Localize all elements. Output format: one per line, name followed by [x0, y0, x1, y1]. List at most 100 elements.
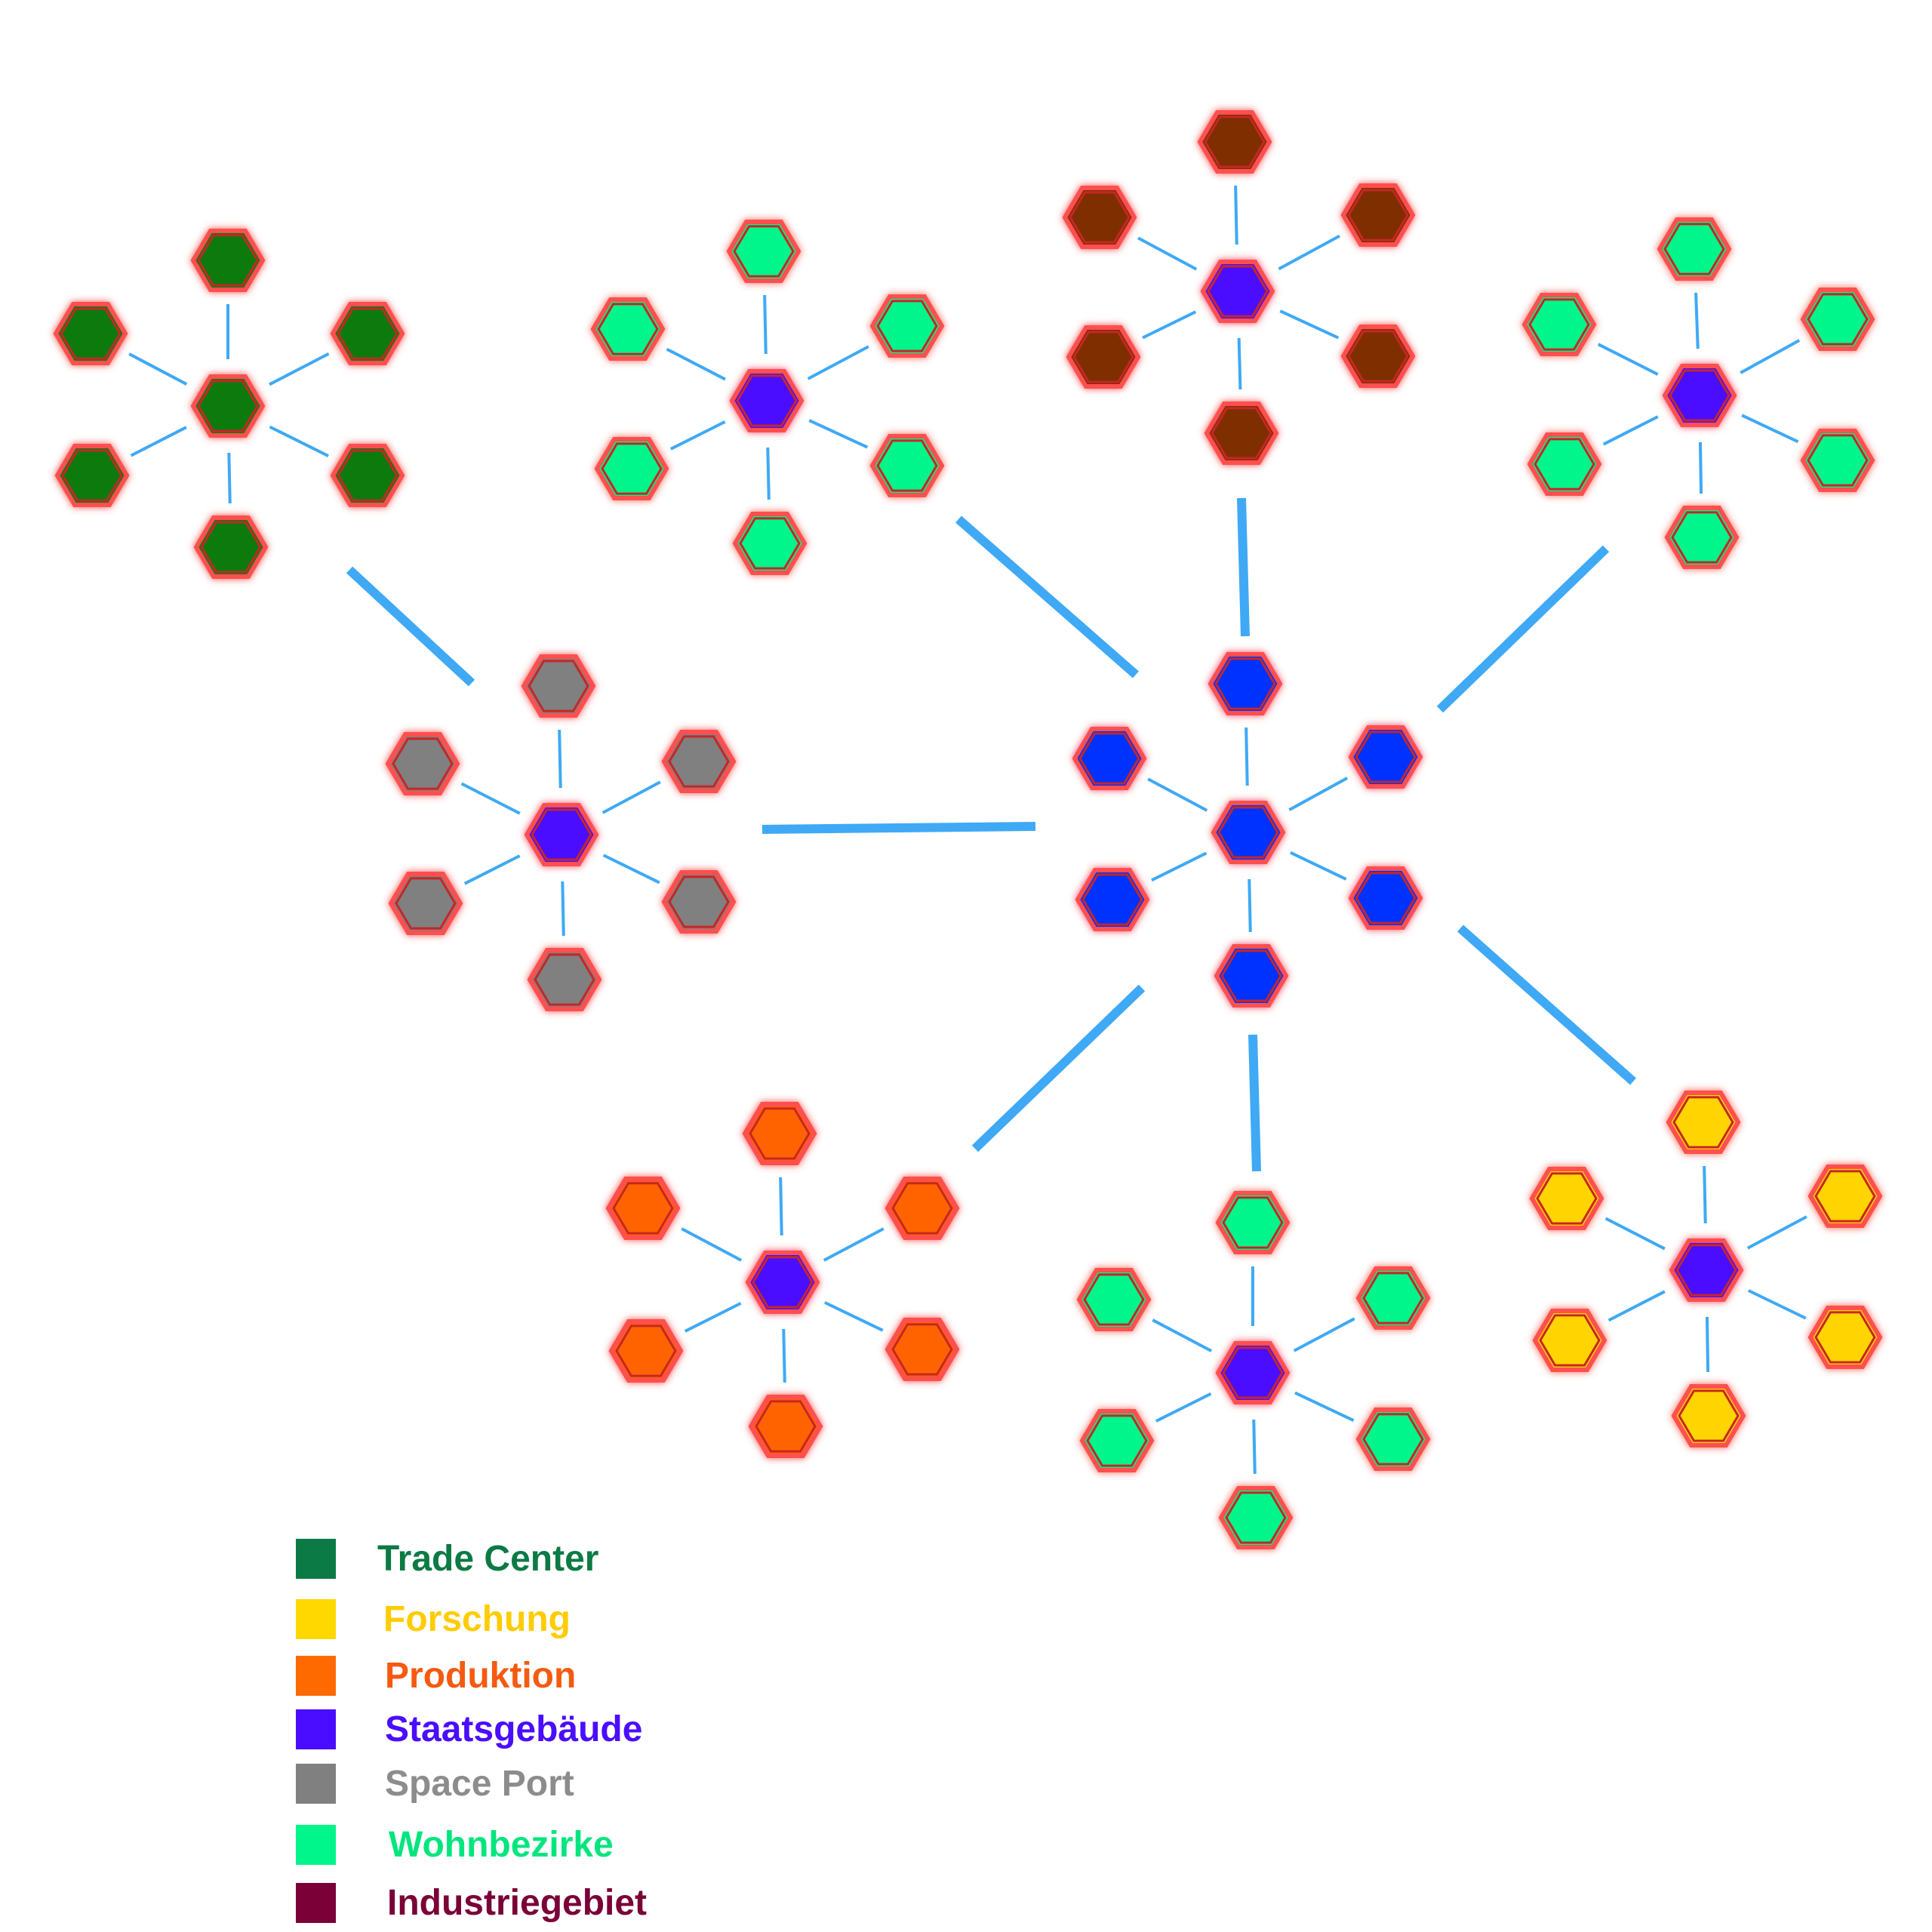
leaf-hexagon: [330, 302, 405, 365]
leaf-hexagon: [608, 1319, 684, 1383]
leaf-hexagon: [869, 294, 945, 358]
hex-fill: [668, 875, 730, 928]
leaf-hexagon: [53, 302, 128, 365]
spoke-line: [1147, 777, 1208, 812]
spoke-line: [1237, 337, 1242, 390]
spoke-line: [666, 347, 726, 381]
spoke-line: [463, 854, 521, 885]
spoke-line: [558, 729, 562, 789]
leaf-hexagon: [1800, 429, 1875, 492]
leaf-hexagon: [1666, 1091, 1741, 1154]
hex-fill: [1347, 189, 1409, 242]
leaf-hexagon: [1657, 217, 1732, 281]
leaf-hexagon: [1807, 1164, 1883, 1228]
leaf-hexagon: [1348, 866, 1423, 930]
hex-fill: [197, 234, 259, 287]
legend-label-space-port: Space Port: [385, 1764, 574, 1804]
leaf-hexagon: [1062, 186, 1137, 249]
leaf-hexagon: [1075, 868, 1150, 931]
legend-label-trade-center: Trade Center: [377, 1539, 599, 1579]
spoke-line: [1247, 878, 1252, 933]
hex-fill: [1807, 293, 1869, 346]
spoke-line: [128, 352, 188, 386]
hex-fill: [749, 1107, 811, 1160]
leaf-hexagon: [521, 654, 596, 718]
hex-fill: [337, 307, 398, 360]
research-cluster: [1529, 1091, 1883, 1447]
leaf-hexagon: [661, 730, 737, 793]
leaf-hexagon: [884, 1177, 960, 1240]
legend-swatch-staatsgebaeude: [296, 1709, 336, 1749]
leaf-hexagon: [732, 512, 808, 575]
hex-fill: [1675, 1244, 1737, 1297]
legend-label-produktion: Produktion: [385, 1656, 577, 1696]
legend-item-forschung: Forschung: [296, 1598, 571, 1640]
hex-fill: [1347, 330, 1409, 383]
center-hexagon: [190, 374, 266, 438]
hex-fill: [197, 380, 259, 432]
legend-swatch-trade-center: [296, 1539, 336, 1579]
inter-cluster-link-3: [1237, 497, 1250, 637]
leaf-hexagon: [1076, 1268, 1152, 1331]
leaf-hexagon: [1800, 288, 1875, 351]
legend-swatch-industriegebiet: [296, 1883, 336, 1923]
leaf-hexagon: [748, 1395, 823, 1458]
leaf-hexagon: [1208, 652, 1283, 715]
spoke-line: [1293, 1317, 1355, 1352]
spoke-line: [460, 782, 521, 815]
leaf-hexagon: [726, 220, 801, 283]
leaf-hexagon: [1340, 183, 1416, 247]
hex-fill: [1539, 1314, 1601, 1367]
center-hexagon: [524, 803, 599, 866]
spoke-line: [684, 1302, 742, 1333]
leaf-hexagon: [869, 434, 945, 497]
hex-fill: [1807, 434, 1869, 487]
spoke-line: [763, 294, 768, 355]
hex-fill: [337, 449, 398, 502]
hex-fill: [597, 303, 659, 355]
hex-fill: [395, 877, 457, 930]
hex-fill: [668, 735, 730, 788]
legend-label-forschung: Forschung: [383, 1599, 571, 1639]
hex-fill: [736, 374, 798, 427]
hex-fill: [1669, 369, 1730, 422]
leaf-hexagon: [884, 1318, 960, 1381]
inter-cluster-link-6: [971, 984, 1146, 1152]
leaf-hexagon: [1197, 110, 1272, 174]
legend-item-space-port: Space Port: [296, 1763, 574, 1804]
spoke-line: [807, 345, 869, 380]
industrial-cluster: [1062, 110, 1416, 465]
spoke-line: [269, 352, 330, 386]
leaf-hexagon: [1807, 1306, 1883, 1369]
leaf-hexagon: [1340, 325, 1416, 388]
hex-fill: [615, 1324, 677, 1377]
leaf-hexagon: [388, 872, 463, 935]
clusters: [53, 110, 1883, 1549]
spoke-line: [669, 420, 726, 451]
inter-cluster-link-8: [1457, 924, 1636, 1085]
leaf-hexagon: [527, 948, 602, 1011]
legend-swatch-space-port: [296, 1764, 336, 1804]
spoke-line: [1746, 1215, 1807, 1250]
legend-item-produktion: Produktion: [296, 1655, 576, 1697]
center-hexagon: [1200, 260, 1275, 323]
inter-cluster-link-2: [955, 515, 1139, 678]
spoke-line: [1290, 851, 1347, 881]
center-hexagon: [1669, 1238, 1744, 1302]
leaf-hexagon: [1218, 1486, 1294, 1549]
center-hexagon: [1662, 364, 1737, 427]
leaf-hexagon: [1521, 293, 1597, 356]
spoke-line: [602, 854, 660, 884]
hex-fill: [528, 660, 589, 712]
leaf-hexagon: [190, 229, 266, 292]
hex-fill: [1069, 191, 1131, 244]
hex-fill: [1534, 438, 1595, 491]
hex-fill: [1083, 1273, 1145, 1326]
leaf-hexagon: [1072, 727, 1147, 790]
spoke-line: [808, 419, 869, 449]
hex-fill: [1814, 1311, 1876, 1364]
spoke-line: [269, 425, 329, 457]
spoke-line: [1747, 1289, 1807, 1320]
leaf-hexagon: [605, 1177, 681, 1240]
